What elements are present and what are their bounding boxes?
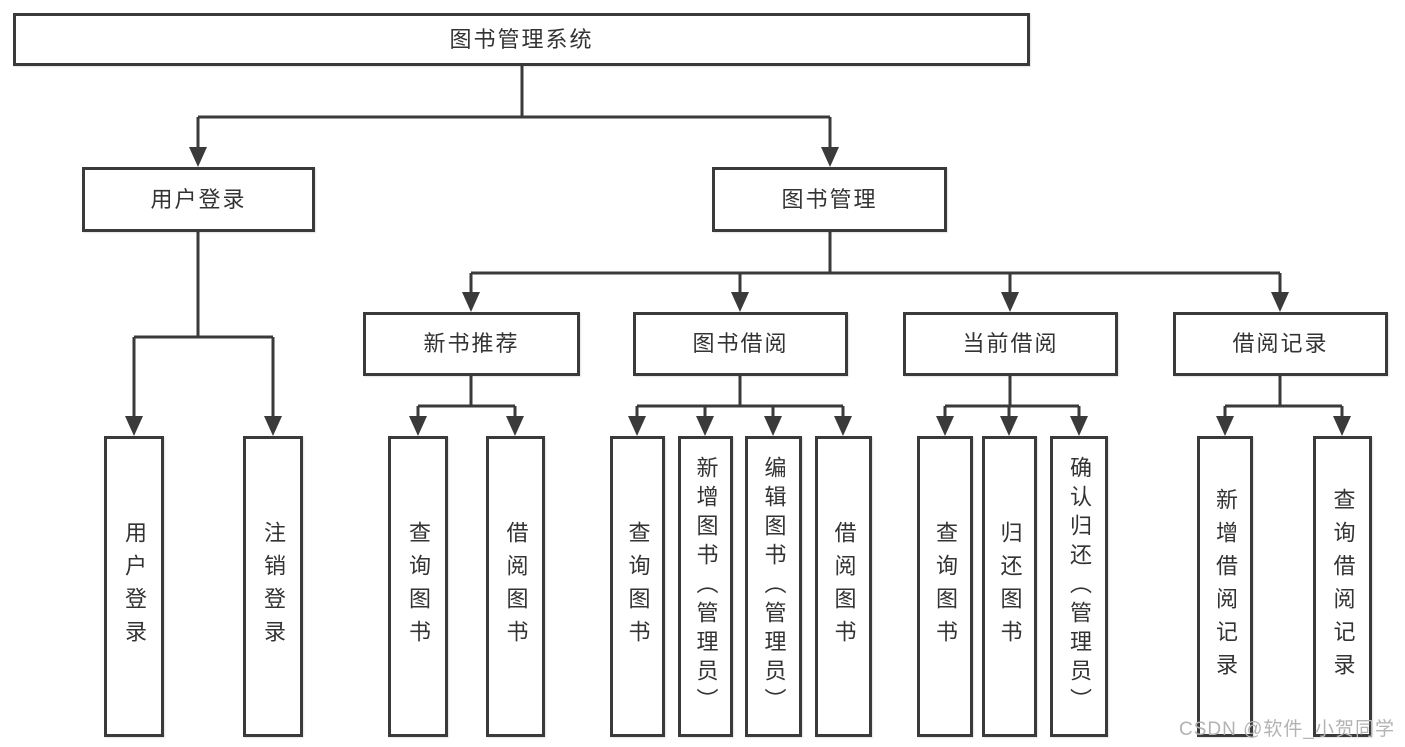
node-leaf-add-books-admin: 新增图书（管理员）: [678, 436, 733, 737]
node-leaf-query-books-borrow: 查询图书: [610, 436, 665, 737]
node-leaf-return-books: 归还图书: [982, 436, 1037, 737]
node-label: 用户登录: [150, 186, 247, 212]
node-label: 编辑图书（管理员）: [761, 456, 787, 717]
connector-root-to-level2: [189, 66, 839, 167]
node-label: 查询图书: [625, 520, 651, 653]
node-leaf-borrow-books: 借阅图书: [815, 436, 872, 737]
node-label: 借阅图书: [831, 520, 857, 653]
node-borrowing-records: 借阅记录: [1173, 312, 1388, 376]
connector-current-borrowing-to-children: [936, 376, 1088, 436]
connector-user-login-to-children: [125, 232, 282, 436]
node-label: 当前借阅: [962, 331, 1059, 356]
csdn-watermark: CSDN @软件_小贺同学: [1179, 719, 1395, 740]
node-label: 确认归还（管理员）: [1067, 456, 1092, 717]
node-leaf-query-borrow-record: 查询借阅记录: [1313, 436, 1372, 737]
node-leaf-confirm-return-admin: 确认归还（管理员）: [1050, 436, 1108, 737]
node-leaf-query-books-current: 查询图书: [917, 436, 973, 737]
node-leaf-borrow-books-rec: 借阅图书: [486, 436, 545, 737]
node-label: 新增图书（管理员）: [693, 456, 719, 717]
node-leaf-add-borrow-record: 新增借阅记录: [1197, 436, 1253, 737]
connector-new-book-rec-to-children: [409, 376, 524, 436]
node-label: 图书管理系统: [449, 26, 594, 52]
node-user-login: 用户登录: [82, 167, 315, 232]
node-label: 借阅记录: [1232, 331, 1329, 356]
node-new-book-recommendation: 新书推荐: [363, 312, 580, 376]
node-label: 图书借阅: [692, 331, 789, 356]
node-label: 归还图书: [997, 520, 1023, 653]
node-label: 新增借阅记录: [1213, 487, 1238, 686]
node-label: 查询图书: [406, 520, 431, 653]
connector-borrow-records-to-children: [1216, 376, 1351, 436]
node-label: 借阅图书: [503, 520, 529, 653]
node-label: 查询借阅记录: [1330, 487, 1356, 686]
node-leaf-query-books-rec: 查询图书: [388, 436, 448, 737]
node-leaf-logout: 注销登录: [243, 436, 303, 737]
node-library-management-system: 图书管理系统: [13, 13, 1030, 66]
connector-book-management-to-children: [462, 232, 1289, 312]
node-label: 查询图书: [933, 520, 958, 653]
node-current-borrowing: 当前借阅: [903, 312, 1118, 376]
node-label: 图书管理: [781, 186, 878, 212]
node-label: 新书推荐: [423, 331, 520, 356]
node-label: 用户登录: [122, 520, 147, 653]
connector-book-borrowing-to-children: [628, 376, 852, 436]
node-label: 注销登录: [261, 520, 286, 653]
node-leaf-edit-books-admin: 编辑图书（管理员）: [745, 436, 802, 737]
node-book-borrowing: 图书借阅: [633, 312, 848, 376]
node-book-management: 图书管理: [712, 167, 947, 232]
node-leaf-user-login: 用户登录: [104, 436, 164, 737]
